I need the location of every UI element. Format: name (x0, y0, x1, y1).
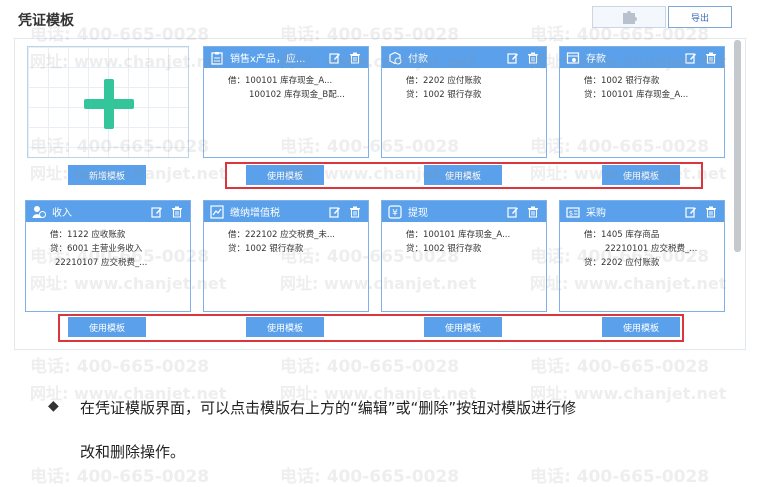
delete-icon[interactable] (348, 51, 362, 65)
card-body: 借：1002 银行存款 贷：100101 库存现金_A... (560, 68, 724, 102)
template-card: 缴纳增值税 借：222102 应交税费_未... 贷：1002 银行存款 (203, 200, 369, 312)
cash-withdraw-icon: ¥ (387, 204, 403, 220)
entry-line: 100102 库存现金_B配... (249, 90, 345, 100)
export-button[interactable]: 导出 (668, 6, 732, 28)
card-header: ¥ 提现 (382, 201, 546, 222)
entry-line: 贷：1002 银行存款 (228, 244, 304, 254)
add-template-button[interactable]: 新增模板 (68, 165, 146, 185)
card-header: 收入 (26, 201, 190, 222)
template-card: ¥ 提现 借：100101 库存现金_A... 贷：1002 银行存款 (381, 200, 547, 312)
card-body: 借：1405 库存商品 22210101 应交税费_... 贷：2202 应付账… (560, 222, 724, 270)
deposit-icon (565, 50, 581, 66)
purchase-icon: $ (565, 204, 581, 220)
card-title: 付款 (408, 54, 428, 65)
edit-icon[interactable] (328, 51, 342, 65)
card-body: 借：100101 库存现金_A... 贷：1002 银行存款 (382, 222, 546, 256)
card-header: $ 采购 (560, 201, 724, 222)
use-template-button[interactable]: 使用模板 (602, 317, 680, 337)
template-card: 付款 借：2202 应付账款 贷：1002 银行存款 (381, 46, 547, 158)
entry-line: 借：1002 银行存款 (584, 76, 660, 86)
entry-line: 22210101 应交税费_... (605, 244, 698, 254)
clipboard-icon (209, 50, 225, 66)
delete-icon[interactable] (704, 51, 718, 65)
edit-icon[interactable] (328, 205, 342, 219)
watermark-tel: 电话: 400-665-0028 (280, 357, 460, 377)
plus-icon (84, 79, 134, 129)
edit-icon[interactable] (684, 205, 698, 219)
entry-line: 借：1405 库存商品 (584, 230, 660, 240)
svg-text:¥: ¥ (392, 208, 398, 218)
puzzle-icon (623, 11, 637, 24)
payment-icon (387, 50, 403, 66)
card-title: 存款 (586, 54, 606, 65)
template-card: 销售x产品，应... 借：100101 库存现金_A... 100102 库存现… (203, 46, 369, 158)
add-template-card[interactable] (27, 46, 189, 158)
template-card: 存款 借：1002 银行存款 贷：100101 库存现金_A... (559, 46, 725, 158)
use-template-button[interactable]: 使用模板 (68, 317, 146, 337)
edit-icon[interactable] (150, 205, 164, 219)
delete-icon[interactable] (348, 205, 362, 219)
card-header: 付款 (382, 47, 546, 68)
page-title: 凭证模板 (18, 13, 74, 29)
delete-icon[interactable] (526, 205, 540, 219)
card-title: 采购 (586, 208, 606, 219)
delete-icon[interactable] (170, 205, 184, 219)
watermark-tel: 电话: 400-665-0028 (30, 357, 210, 377)
watermark-tel: 电话: 400-665-0028 (530, 357, 710, 377)
edit-icon[interactable] (506, 51, 520, 65)
note-line-2: 改和删除操作。 (80, 443, 186, 461)
note-bullet: ◆ (48, 398, 59, 414)
card-body: 借：1122 应收账款 贷：6001 主营业务收入 22210107 应交税费_… (26, 222, 190, 270)
plugin-button[interactable] (592, 6, 666, 28)
entry-line: 22210107 应交税费_... (55, 258, 148, 268)
entry-line: 借：100101 库存现金_A... (406, 230, 511, 240)
use-template-button[interactable]: 使用模板 (424, 165, 502, 185)
svg-text:$: $ (569, 209, 573, 217)
card-body: 借：2202 应付账款 贷：1002 银行存款 (382, 68, 546, 102)
entry-line: 借：100101 库存现金_A... (228, 76, 333, 86)
entry-line: 贷：100101 库存现金_A... (584, 90, 689, 100)
card-title: 提现 (408, 208, 428, 219)
card-header: 缴纳增值税 (204, 201, 368, 222)
card-title: 收入 (52, 208, 72, 219)
note-line-1: 在凭证模版界面，可以点击模版右上方的“编辑”或“删除”按钮对模版进行修 (80, 399, 577, 417)
entry-line: 贷：1002 银行存款 (406, 90, 482, 100)
delete-icon[interactable] (526, 51, 540, 65)
card-header: 存款 (560, 47, 724, 68)
use-template-button[interactable]: 使用模板 (602, 165, 680, 185)
edit-icon[interactable] (506, 205, 520, 219)
entry-line: 贷：6001 主营业务收入 (50, 244, 143, 254)
use-template-button[interactable]: 使用模板 (424, 317, 502, 337)
delete-icon[interactable] (704, 205, 718, 219)
card-body: 借：222102 应交税费_未... 贷：1002 银行存款 (204, 222, 368, 256)
template-card: 收入 借：1122 应收账款 贷：6001 主营业务收入 22210107 应交… (25, 200, 191, 312)
highlight-box (225, 162, 703, 189)
template-panel (14, 38, 746, 350)
entry-line: 借：2202 应付账款 (406, 76, 482, 86)
chart-line-icon (209, 204, 225, 220)
income-icon (31, 204, 47, 220)
card-body: 借：100101 库存现金_A... 100102 库存现金_B配... (204, 68, 368, 102)
card-header: 销售x产品，应... (204, 47, 368, 68)
scrollbar[interactable] (734, 40, 741, 252)
highlight-box (58, 314, 684, 342)
entry-line: 贷：1002 银行存款 (406, 244, 482, 254)
entry-line: 贷：2202 应付账款 (584, 258, 660, 268)
use-template-button[interactable]: 使用模板 (246, 165, 324, 185)
edit-icon[interactable] (684, 51, 698, 65)
entry-line: 借：222102 应交税费_未... (228, 230, 336, 240)
template-card: $ 采购 借：1405 库存商品 22210101 应交税费_... 贷：220… (559, 200, 725, 312)
card-title: 缴纳增值税 (230, 208, 280, 219)
card-title: 销售x产品，应... (230, 54, 306, 65)
use-template-button[interactable]: 使用模板 (246, 317, 324, 337)
entry-line: 借：1122 应收账款 (50, 230, 126, 240)
note-text: 在凭证模版界面，可以点击模版右上方的“编辑”或“删除”按钮对模版进行修 改和删除… (80, 386, 760, 474)
